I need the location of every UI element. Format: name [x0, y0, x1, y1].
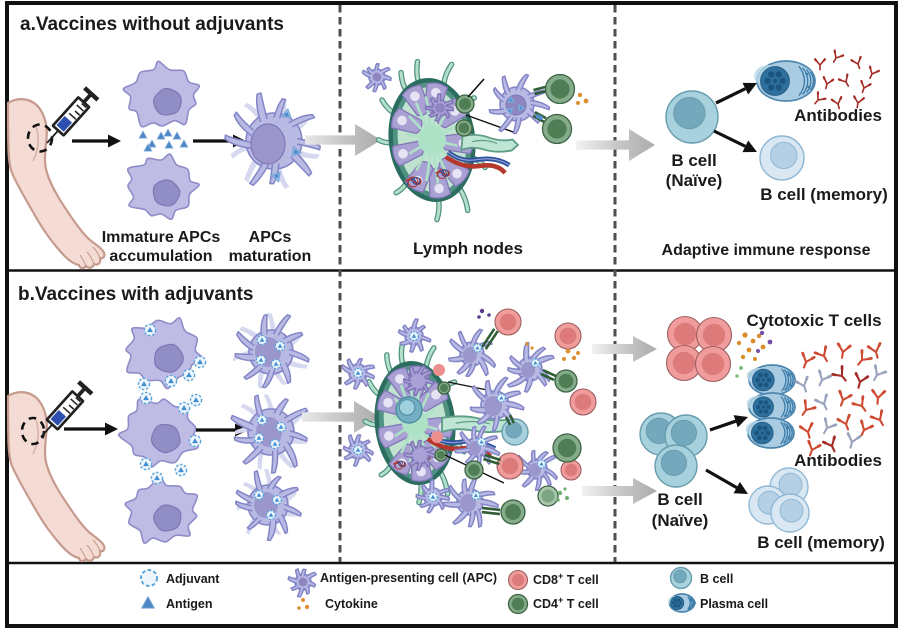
svg-text:Antibodies: Antibodies	[794, 451, 882, 470]
svg-text:b.Vaccines with adjuvants: b.Vaccines with adjuvants	[18, 284, 253, 305]
svg-text:(Naïve): (Naïve)	[666, 171, 723, 190]
svg-text:B cell (memory): B cell (memory)	[757, 533, 885, 552]
svg-text:Lymph nodes: Lymph nodes	[413, 239, 523, 258]
svg-text:Cytokine: Cytokine	[325, 597, 378, 611]
svg-text:Cytotoxic T cells: Cytotoxic T cells	[746, 311, 881, 330]
svg-text:B cell: B cell	[671, 151, 716, 170]
svg-text:CD8+ T cell: CD8+ T cell	[533, 571, 599, 587]
svg-text:Antigen: Antigen	[166, 597, 213, 611]
svg-text:(Naïve): (Naïve)	[652, 511, 709, 530]
svg-text:Antigen-presenting cell (APC): Antigen-presenting cell (APC)	[320, 571, 497, 585]
svg-text:CD4+ T cell: CD4+ T cell	[533, 595, 599, 611]
svg-text:a.Vaccines without adjuvants: a.Vaccines without adjuvants	[20, 14, 284, 35]
svg-text:Immature APCs: Immature APCs	[102, 229, 221, 246]
svg-text:B cell (memory): B cell (memory)	[760, 185, 888, 204]
svg-text:maturation: maturation	[229, 248, 312, 265]
svg-text:APCs: APCs	[249, 229, 292, 246]
svg-text:Antibodies: Antibodies	[794, 106, 882, 125]
svg-text:Adaptive immune response: Adaptive immune response	[662, 242, 871, 259]
svg-text:Plasma cell: Plasma cell	[700, 597, 768, 611]
svg-text:B cell: B cell	[700, 572, 733, 586]
svg-text:Adjuvant: Adjuvant	[166, 572, 220, 586]
svg-text:B cell: B cell	[657, 490, 702, 509]
svg-text:accumulation: accumulation	[109, 248, 212, 265]
